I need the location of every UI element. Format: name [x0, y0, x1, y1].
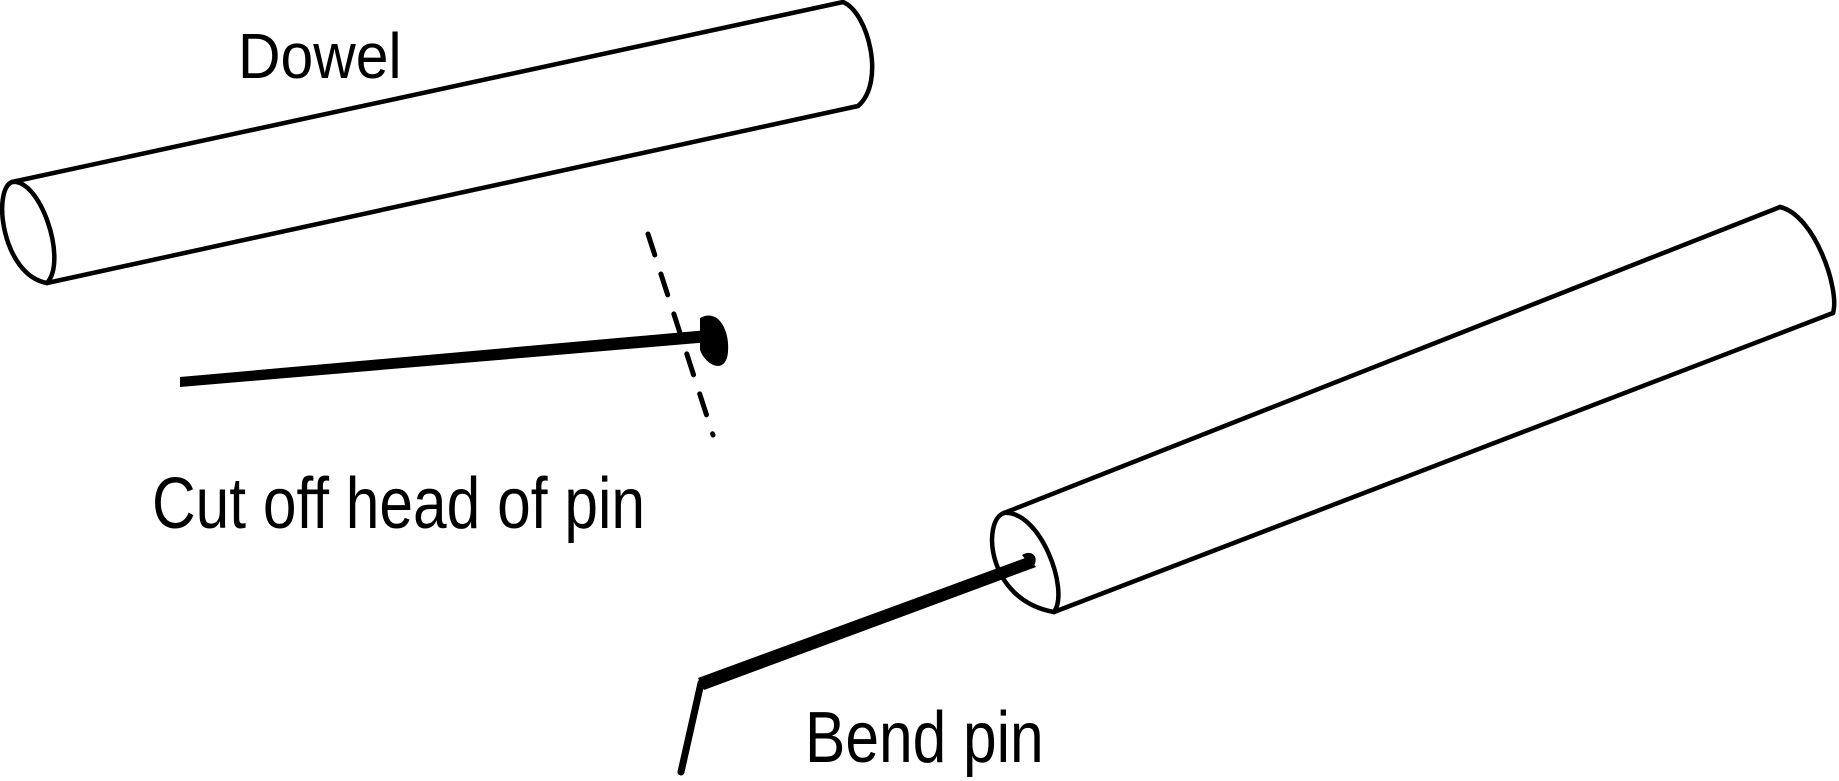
pin-straight	[180, 231, 729, 438]
label-bend-pin: Bend pin	[805, 698, 1044, 778]
label-cut-off-head-of-pin: Cut off head of pin	[152, 464, 645, 544]
dowel-top	[0, 0, 875, 286]
cut-line	[645, 231, 716, 438]
label-dowel: Dowel	[238, 21, 402, 93]
dowel-bottom	[989, 204, 1837, 615]
pin-bent	[677, 552, 1036, 776]
